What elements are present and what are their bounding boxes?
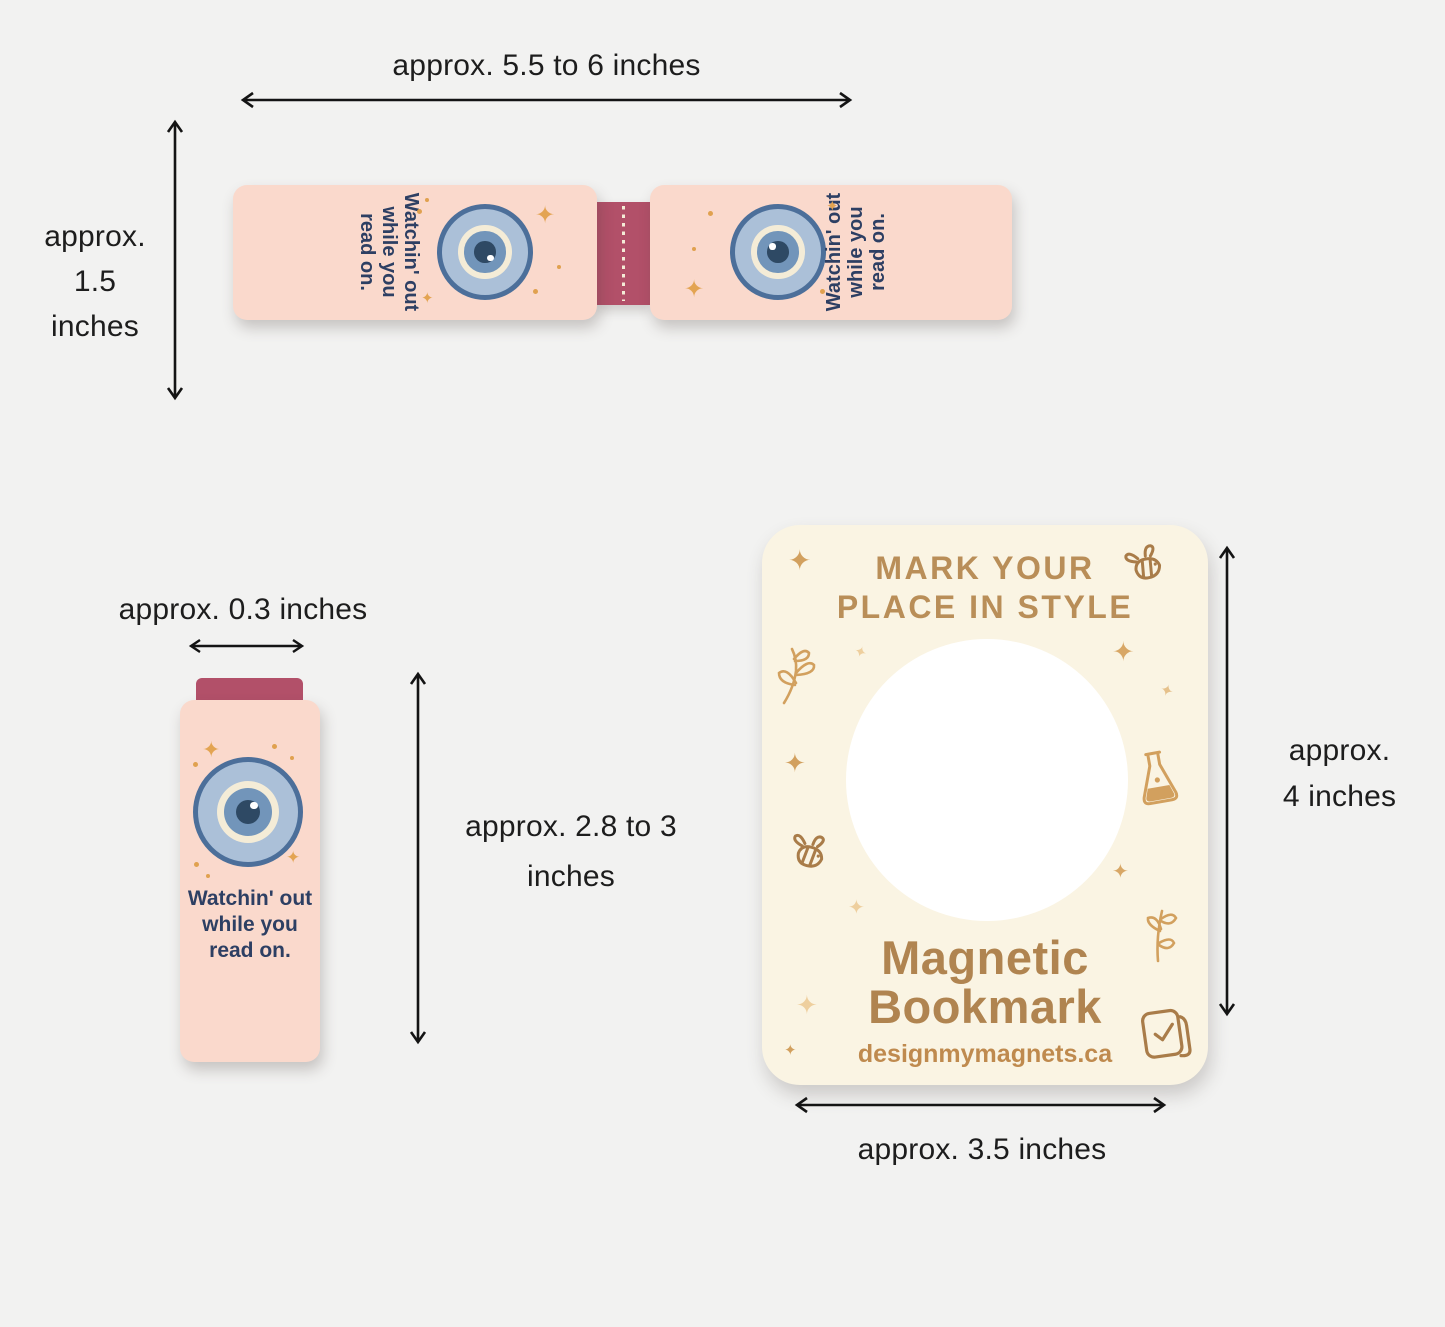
- sparkle-icon: ✦: [784, 1041, 797, 1059]
- sparkle-dot: [425, 198, 429, 202]
- sparkle-icon: ✦: [535, 201, 556, 229]
- evil-eye-icon: [437, 204, 533, 300]
- card-width-arrow: [794, 1096, 1167, 1114]
- bookmark-tagline: Watchin' out while you read on.: [356, 193, 422, 311]
- tagline-line: read on.: [356, 213, 378, 291]
- sparkle-dot: [193, 762, 198, 767]
- promo-card: MARK YOUR PLACE IN STYLE ✦ ✦: [762, 525, 1208, 1085]
- card-height-arrow: [1218, 545, 1236, 1017]
- tagline-line: Watchin' out: [187, 887, 313, 910]
- spine-width-arrow: [188, 639, 305, 653]
- card-height-line: 4 inches: [1282, 780, 1397, 813]
- sparkle-icon: ✦: [1112, 859, 1129, 883]
- folded-height-line: inches: [527, 860, 615, 893]
- sparkle-icon: ✦: [202, 738, 221, 763]
- unfolded-height-line: approx.: [44, 220, 146, 253]
- bookmark-tagline: Watchin' out while you read on.: [180, 886, 320, 964]
- sparkle-icon: ✦: [851, 641, 870, 663]
- sparkle-icon: ✦: [421, 289, 434, 307]
- sparkle-icon: ✦: [788, 544, 812, 577]
- tagline-line: while you: [202, 913, 298, 936]
- sparkle-icon: ✦: [848, 895, 865, 919]
- sparkle-dot: [533, 289, 538, 294]
- flask-icon: [1142, 750, 1179, 806]
- unfolded-height-label: approx. 1.5 inches: [25, 214, 165, 349]
- sparkle-icon: ✦: [1112, 637, 1135, 668]
- bee-icon: [1124, 544, 1162, 580]
- unfolded-height-line: 1.5: [73, 265, 117, 298]
- sparkle-dot: [708, 211, 713, 216]
- card-heading: MARK YOUR PLACE IN STYLE: [762, 549, 1208, 627]
- sparkle-icon: ✦: [826, 197, 839, 215]
- book-icon: [1141, 1008, 1192, 1059]
- sparkle-icon: ✦: [286, 848, 301, 868]
- card-product-title: Magnetic Bookmark: [762, 933, 1208, 1031]
- unfolded-width-arrow: [240, 91, 853, 109]
- sparkle-icon: ✦: [684, 275, 705, 303]
- card-height-label: approx. 4 inches: [1247, 728, 1432, 820]
- sparkle-dot: [194, 862, 199, 867]
- sparkle-dot: [557, 265, 561, 269]
- folded-height-arrow: [409, 671, 427, 1045]
- spine-fold-dotted-line: [621, 206, 625, 301]
- card-product-line: Bookmark: [868, 980, 1102, 1033]
- magnet-placeholder-circle: [846, 639, 1128, 921]
- card-heading-line: MARK YOUR: [875, 550, 1095, 586]
- unfolded-height-line: inches: [51, 310, 139, 343]
- tagline-line: read on.: [209, 939, 291, 962]
- bookmark-spine: [597, 202, 650, 305]
- tagline-line: while you: [845, 206, 867, 298]
- card-product-line: Magnetic: [881, 931, 1089, 984]
- bookmark-folded: ✦ ✦ Watchin' out while you read on.: [180, 700, 320, 1062]
- card-heading-line: PLACE IN STYLE: [836, 589, 1134, 625]
- sparkle-dot: [820, 289, 825, 294]
- tagline-line: while you: [378, 206, 400, 298]
- bookmark-magnet-tab: [196, 678, 303, 702]
- sparkle-dot: [290, 756, 294, 760]
- folded-height-label: approx. 2.8 to 3 inches: [420, 802, 722, 902]
- evil-eye-icon: [193, 757, 303, 867]
- sparkle-dot: [417, 209, 422, 214]
- leaf-sprig-icon: [1146, 909, 1178, 963]
- card-height-line: approx.: [1288, 734, 1391, 767]
- bookmark-unfolded-front-panel: Watchin' out while you read on. ✦ ✦: [650, 185, 1012, 320]
- tagline-line: read on.: [867, 213, 889, 291]
- bookmark-unfolded-back-panel: Watchin' out while you read on. ✦ ✦: [233, 185, 597, 320]
- unfolded-width-label: approx. 5.5 to 6 inches: [392, 49, 701, 82]
- sparkle-dot: [206, 874, 210, 878]
- card-website: designmymagnets.ca: [857, 1040, 1113, 1068]
- bee-icon: [793, 833, 825, 868]
- sparkle-icon: ✦: [1157, 679, 1177, 702]
- evil-eye-icon: [730, 204, 826, 300]
- spine-width-label: approx. 0.3 inches: [118, 593, 368, 626]
- branch-icon: [777, 647, 816, 705]
- sparkle-dot: [692, 247, 696, 251]
- sparkle-icon: ✦: [784, 749, 806, 779]
- sparkle-icon: ✦: [796, 991, 818, 1021]
- folded-height-line: approx. 2.8 to 3: [465, 810, 677, 843]
- card-width-label: approx. 3.5 inches: [857, 1133, 1107, 1166]
- sparkle-dot: [272, 744, 277, 749]
- unfolded-height-arrow: [166, 119, 184, 401]
